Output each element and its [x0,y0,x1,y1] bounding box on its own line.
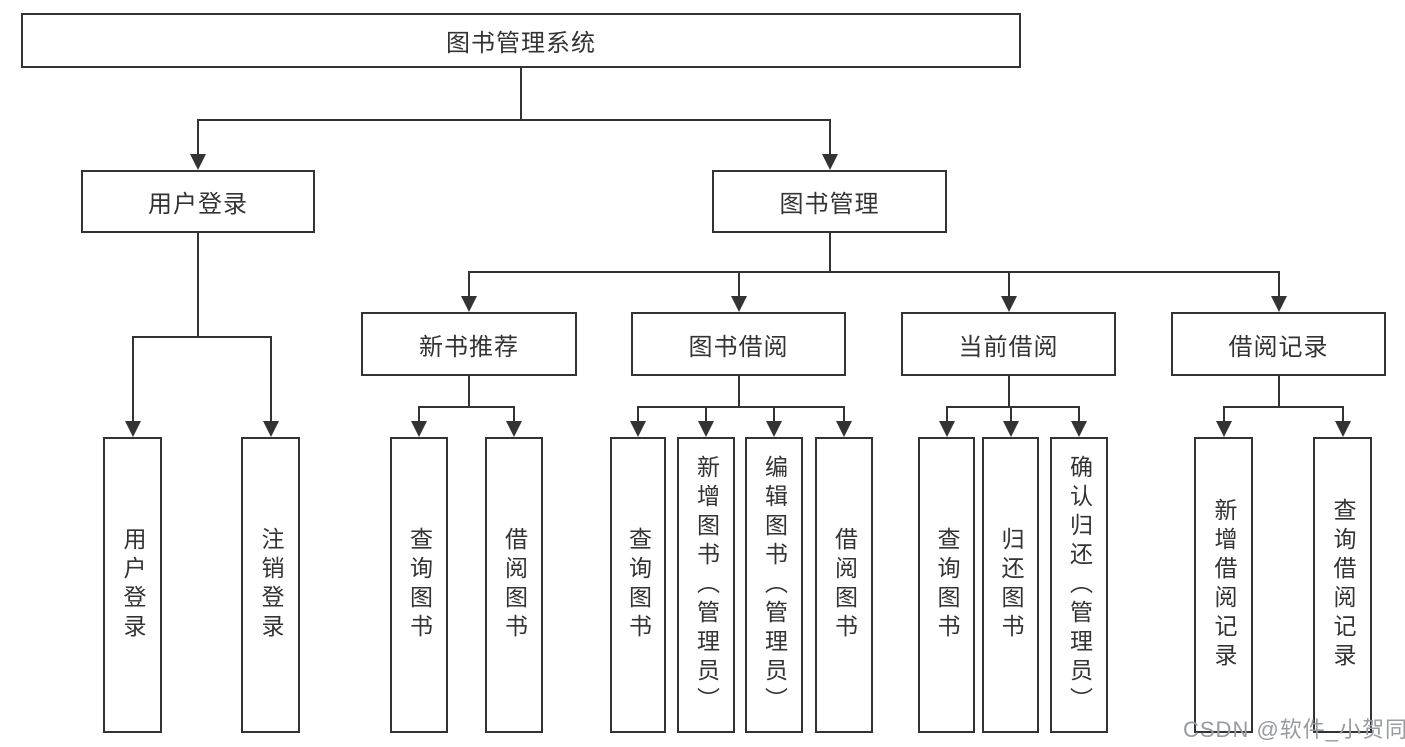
node-root: 图书管理系统 [21,13,1021,68]
connector-line [197,233,199,338]
node-new-book-rec: 新书推荐 [361,312,577,376]
node-label: 编辑图书（管理员） [761,454,788,716]
connector-line [1277,272,1280,299]
node-label: 新增图书（管理员） [693,454,720,716]
node-leaf-login: 用户登录 [103,437,162,733]
connector-line [197,119,831,121]
node-current-borrow: 当前借阅 [901,312,1116,376]
arrowhead-icon [1215,421,1232,437]
node-label: 借阅记录 [1228,333,1329,361]
connector-line [1222,406,1344,408]
connector-line [1009,407,1012,424]
arrowhead-icon [262,421,279,437]
connector-line [468,272,470,299]
node-leaf-query-rec: 查询借阅记录 [1313,437,1372,733]
connector-line [131,336,272,338]
node-leaf-add-rec: 新增借阅记录 [1194,437,1253,733]
connector-line [1078,407,1080,424]
node-label: 归还图书 [998,527,1024,643]
arrowhead-icon [411,421,427,437]
connector-line [773,407,775,424]
node-leaf-query-2: 查询图书 [610,437,666,733]
connector-line [1341,407,1344,424]
connector-line [520,68,522,121]
arrowhead-icon [1000,296,1017,312]
node-label: 借阅图书 [831,527,858,643]
node-label: 查询借阅记录 [1330,498,1356,672]
connector-line [945,406,1080,408]
arrowhead-icon [124,421,141,437]
node-label: 注销登录 [258,527,284,643]
node-label: 查询图书 [934,527,960,643]
connector-line [269,337,272,424]
arrowhead-icon [821,154,838,170]
arrowhead-icon [730,296,747,312]
node-book-mgmt: 图书管理 [712,170,947,233]
connector-line [828,120,831,157]
arrowhead-icon [1270,296,1287,312]
node-label: 图书借阅 [688,333,789,361]
node-label: 查询图书 [625,527,652,643]
connector-line [468,376,470,408]
node-label: 新书推荐 [419,333,519,361]
connector-line [1277,376,1280,408]
node-leaf-logout: 注销登录 [241,437,300,733]
arrowhead-icon [1334,421,1351,437]
node-leaf-add-book: 新增图书（管理员） [677,437,735,733]
connector-line [1222,407,1225,424]
connector-line [1007,376,1010,408]
node-leaf-query-1: 查询图书 [390,437,448,733]
connector-line [637,406,845,408]
csdn-watermark: CSDN @软件_小贺同学 [1183,717,1405,742]
connector-line [737,272,740,299]
node-leaf-confirm: 确认归还（管理员） [1050,437,1108,733]
arrowhead-icon [630,421,646,437]
connector-line [828,233,831,273]
connector-line [705,407,707,424]
node-leaf-borrow-1: 借阅图书 [485,437,543,733]
connector-line [418,407,420,424]
node-label: 确认归还（管理员） [1066,454,1093,716]
node-label: 借阅图书 [501,527,528,643]
connector-line [945,407,948,424]
arrowhead-icon [190,154,206,170]
node-borrow-record: 借阅记录 [1171,312,1386,376]
arrowhead-icon [698,421,714,437]
arrowhead-icon [1071,421,1087,437]
arrowhead-icon [506,421,522,437]
connector-line [737,376,740,408]
arrowhead-icon [766,421,782,437]
node-label: 新增借阅记录 [1211,498,1237,672]
node-label: 查询图书 [406,527,433,643]
arrowhead-icon [461,296,477,312]
node-label: 图书管理系统 [446,30,596,57]
node-leaf-borrow-2: 借阅图书 [815,437,873,733]
connector-line [468,271,1280,273]
connector-line [513,407,515,424]
node-label: 用户登录 [148,191,248,218]
connector-line [1007,272,1010,299]
connector-line [843,407,845,424]
arrowhead-icon [938,421,955,437]
node-leaf-query-3: 查询图书 [918,437,975,733]
node-label: 当前借阅 [958,333,1059,361]
connector-line [197,120,199,157]
node-label: 用户登录 [120,527,146,643]
node-book-borrow: 图书借阅 [631,312,846,376]
node-leaf-return: 归还图书 [982,437,1039,733]
node-label: 图书管理 [779,191,880,218]
connector-line [637,407,639,424]
node-leaf-edit-book: 编辑图书（管理员） [745,437,803,733]
arrowhead-icon [836,421,852,437]
node-user-login: 用户登录 [81,170,315,233]
connector-line [131,337,134,424]
arrowhead-icon [1002,421,1019,437]
connector-line [418,406,515,408]
